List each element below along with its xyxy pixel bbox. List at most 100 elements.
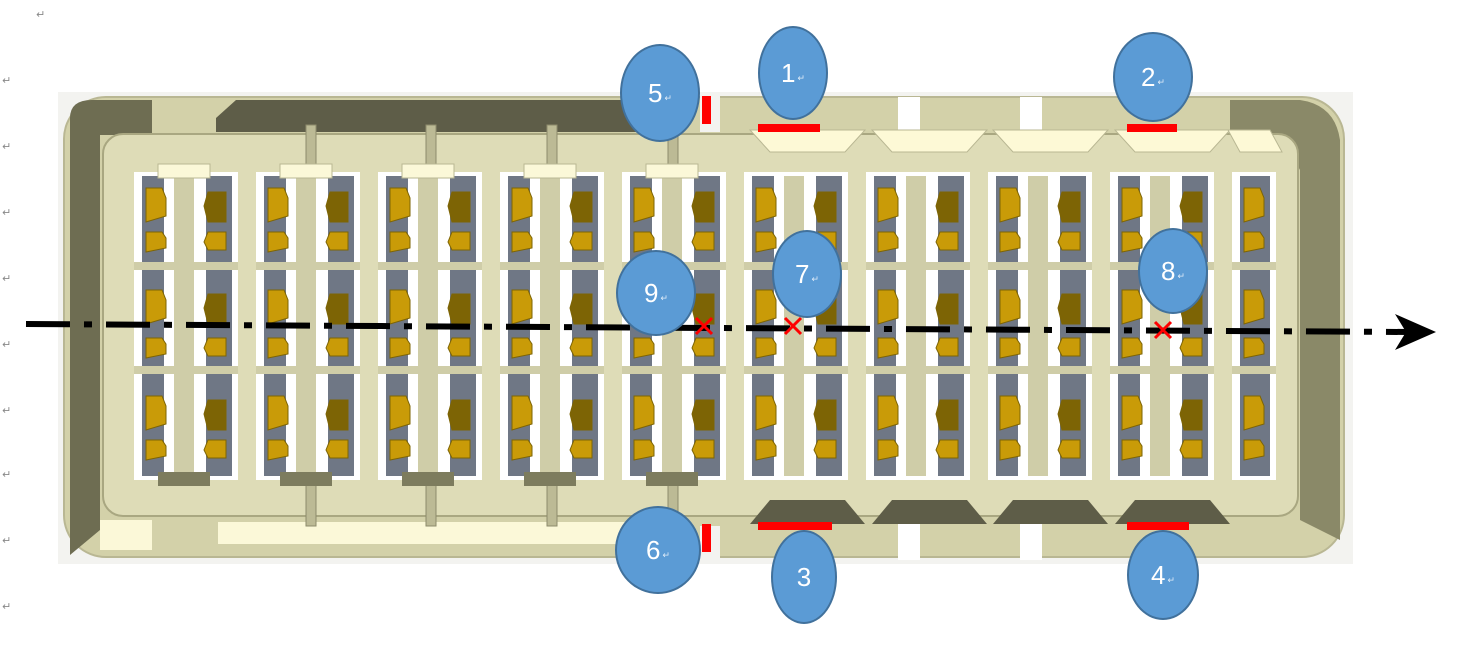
callout-2: 2↵ (1113, 32, 1193, 122)
paragraph-mark: ↵ (2, 140, 12, 153)
terminal-pin (755, 187, 777, 223)
terminal-pin (447, 231, 471, 251)
red-measurement-bars (702, 96, 1189, 552)
cavity-separator (500, 366, 604, 374)
terminal-pin (325, 399, 349, 431)
terminal-pin (1121, 337, 1143, 359)
terminal-pin (145, 439, 167, 461)
terminal-pin (999, 439, 1021, 461)
terminal-pin (389, 439, 411, 461)
terminal-pin (569, 293, 593, 325)
callout-1: 1↵ (758, 26, 828, 120)
paragraph-mark: ↵ (1157, 76, 1165, 87)
terminal-pin (325, 231, 349, 251)
terminal-pin (1179, 439, 1203, 459)
terminal-pin (935, 337, 959, 357)
terminal-pin (267, 289, 289, 325)
cavity-separator (988, 366, 1092, 374)
cavity-separator (1110, 366, 1214, 374)
column-bottom-chamfer (872, 500, 987, 524)
cavity-separator (256, 366, 360, 374)
paragraph-mark: ↵ (36, 8, 46, 21)
paragraph-mark: ↵ (664, 92, 672, 103)
cross-mark (783, 316, 803, 336)
callout-6: 6↵ (615, 506, 701, 594)
cavity-rail (540, 176, 560, 476)
cavity-separator (134, 366, 238, 374)
cross-marks (694, 316, 1173, 340)
terminal-pin (633, 187, 655, 223)
terminal-pin (203, 399, 227, 431)
terminal-pin (145, 187, 167, 223)
edge-gap (898, 524, 920, 560)
terminal-pin (813, 439, 837, 459)
red-marker-bar (1127, 124, 1177, 132)
terminal-pin (755, 439, 777, 461)
terminal-pin (999, 231, 1021, 253)
callout-label: 5 (647, 77, 663, 108)
column-bottom-chamfer (750, 500, 865, 524)
terminal-pin (1179, 191, 1203, 223)
terminal-pin (1243, 289, 1265, 325)
terminal-pin (569, 231, 593, 251)
terminal-pin (389, 337, 411, 359)
arrowhead (1395, 314, 1436, 350)
terminal-pin (877, 439, 899, 461)
terminal-pin (1243, 187, 1265, 223)
terminal-pin (325, 293, 349, 325)
cavity-separator (378, 262, 482, 270)
edge-gap (1020, 524, 1042, 560)
paragraph-mark: ↵ (2, 600, 12, 613)
terminal-pin (691, 191, 715, 223)
terminal-pin (1057, 293, 1081, 325)
edge-gap (1020, 97, 1042, 133)
callout-label: 4 (1150, 559, 1166, 590)
terminal-pin (1121, 289, 1143, 325)
paragraph-mark: ↵ (811, 273, 819, 284)
cross-mark (694, 316, 714, 336)
cavity-cap (401, 163, 455, 179)
terminal-pin (691, 399, 715, 431)
terminal-pin (447, 439, 471, 459)
column-top-chamfer (1113, 129, 1232, 153)
cavity-rail (906, 176, 926, 476)
terminal-pin (389, 395, 411, 431)
terminal-pin (1121, 395, 1143, 431)
terminal-pin (447, 293, 471, 325)
cavity-cap (645, 163, 699, 179)
paragraph-mark: ↵ (2, 468, 12, 481)
terminal-pin (755, 337, 777, 359)
callout-label: 9 (643, 277, 659, 308)
terminal-pin (633, 337, 655, 359)
terminal-pin (389, 231, 411, 253)
terminal-pin (1243, 337, 1265, 359)
terminal-pin (755, 231, 777, 253)
terminal-pin (325, 439, 349, 459)
terminal-pin (511, 439, 533, 461)
bottom-left-highlight (100, 520, 152, 550)
callout-label: 3 (796, 561, 812, 592)
terminal-pin (755, 289, 777, 325)
terminal-pin (511, 187, 533, 223)
callout-9: 9↵ (616, 250, 696, 336)
column-top-chamfer (1227, 129, 1283, 153)
terminal-pin (999, 395, 1021, 431)
terminal-pin (389, 187, 411, 223)
cavity-latch (280, 472, 332, 486)
terminal-pin (877, 395, 899, 431)
bottom-highlight (218, 522, 668, 544)
column-bottom-chamfer (1115, 500, 1230, 524)
cavity-rail (174, 176, 194, 476)
cavity-latch (524, 472, 576, 486)
cavity-separator (1232, 366, 1276, 374)
terminal-pin (1121, 439, 1143, 461)
terminal-pin (1121, 231, 1143, 253)
terminal-pin (755, 395, 777, 431)
terminal-pin (203, 191, 227, 223)
cavity-latch (158, 472, 210, 486)
cavity-cap (157, 163, 211, 179)
terminal-pin (999, 187, 1021, 223)
terminal-pin (813, 399, 837, 431)
centerline-axis (25, 314, 1436, 350)
terminal-pin (1057, 439, 1081, 459)
